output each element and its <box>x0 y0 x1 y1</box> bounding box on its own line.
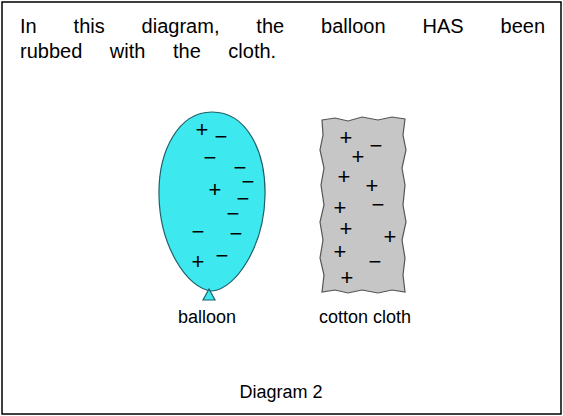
figure-label: balloon <box>178 308 236 326</box>
cloth-figure: +−+++−++++−+cotton cloth <box>315 112 411 298</box>
balloon-figure: +−−−−+−−−−−+balloon <box>150 105 275 310</box>
charge-sign: − <box>215 126 228 148</box>
cloth-shape <box>315 112 411 298</box>
charge-sign: − <box>216 245 229 267</box>
instruction-text: In this diagram, the balloon HAS been ru… <box>20 14 545 64</box>
charge-sign: + <box>334 197 347 219</box>
diagram-caption: Diagram 2 <box>239 381 322 403</box>
cloth-shape-outline <box>320 117 406 293</box>
charge-sign: + <box>338 166 351 188</box>
charge-sign: − <box>230 223 243 245</box>
charge-sign: − <box>372 194 385 216</box>
balloon-knot <box>203 289 215 300</box>
charge-sign: − <box>204 147 217 169</box>
charge-sign: − <box>227 203 240 225</box>
balloon-shape-outline <box>159 112 265 291</box>
charge-sign: + <box>196 119 209 141</box>
charge-sign: + <box>352 146 365 168</box>
charge-sign: + <box>334 241 347 263</box>
charge-sign: + <box>192 251 205 273</box>
charge-sign: − <box>369 251 382 273</box>
charge-sign: − <box>370 135 383 157</box>
balloon-shape <box>150 105 275 310</box>
figure-label: cotton cloth <box>319 308 411 326</box>
charge-sign: + <box>384 226 397 248</box>
charge-sign: − <box>192 221 205 243</box>
charge-sign: + <box>209 179 222 201</box>
charge-sign: + <box>341 267 354 289</box>
charge-sign: + <box>340 127 353 149</box>
charge-sign: + <box>340 218 353 240</box>
